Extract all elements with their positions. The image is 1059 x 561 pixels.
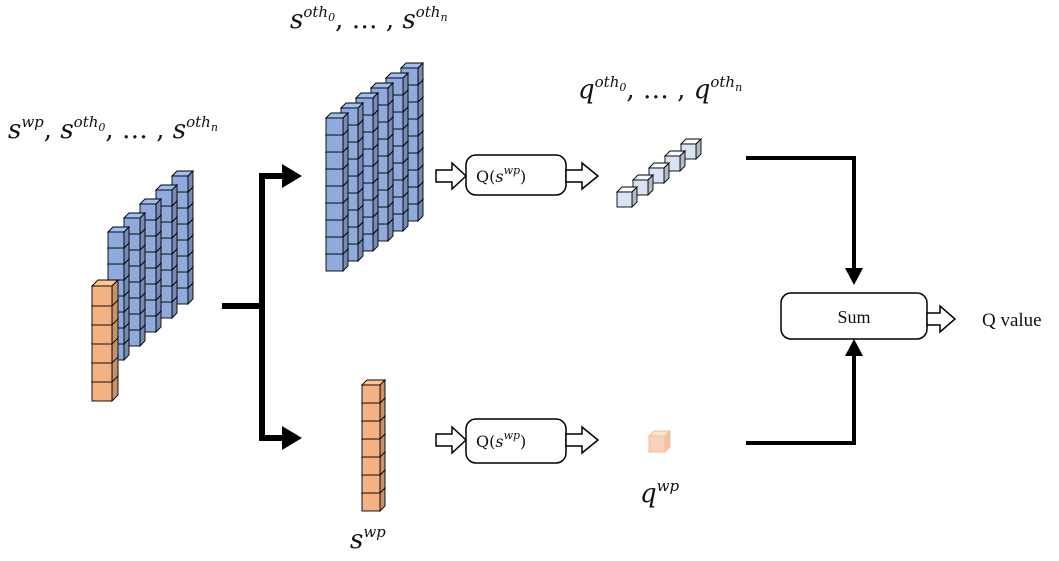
other-q-label: qoth0, … , qothn (578, 73, 742, 105)
q-other-cube (615, 185, 639, 209)
input-blue-cube (106, 225, 131, 250)
q-function-top: Q(swp) (435, 154, 600, 196)
q-function-bottom: Q(swp) (435, 418, 600, 464)
top-blue-cube (399, 61, 425, 87)
sum-label: Sum (837, 307, 870, 327)
hollow-arrow-out-top (565, 161, 600, 191)
hollow-arrow-out-bottom (565, 425, 600, 455)
sum-node: Sum (780, 292, 928, 340)
other-states-stack (324, 61, 425, 273)
top-blue-cube (384, 71, 410, 97)
q-other-cube (631, 173, 655, 197)
self-q-label: qwp (640, 477, 679, 509)
hollow-arrow-output (926, 304, 957, 334)
hollow-arrow-in-top (435, 161, 468, 191)
other-q-values (615, 137, 703, 209)
input-state-stack (90, 169, 195, 403)
input-blue-cube (122, 211, 147, 236)
sum-connector-bottom (746, 354, 856, 445)
self-q-value (647, 429, 672, 454)
top-blue-cube (324, 179, 350, 205)
sum-connector-top (746, 156, 856, 270)
self-state-label: swp (350, 523, 386, 555)
hollow-arrow-in-bottom (435, 425, 468, 455)
svg-text:Q(swp): Q(swp) (476, 164, 526, 186)
sum-arrow-top (845, 268, 863, 285)
input-orange-cube (90, 278, 120, 308)
top-blue-cube (324, 111, 350, 137)
svg-text:Q(swp): Q(swp) (476, 429, 526, 451)
branch-connector (222, 173, 285, 441)
input-state-label: swp, soth0, … , sothn (8, 113, 218, 145)
branch-arrow-bottom (282, 426, 302, 450)
input-blue-cube (154, 183, 179, 208)
q-other-cube (647, 161, 671, 185)
self-orange-cube (360, 378, 387, 405)
sum-arrow-bottom (845, 339, 863, 356)
branch-arrow-top (282, 164, 302, 188)
output-label: Q value (982, 310, 1042, 331)
other-states-label: soth0, … , sothn (290, 3, 448, 35)
self-state-column (360, 378, 387, 513)
q-self-cube-group (647, 429, 672, 454)
